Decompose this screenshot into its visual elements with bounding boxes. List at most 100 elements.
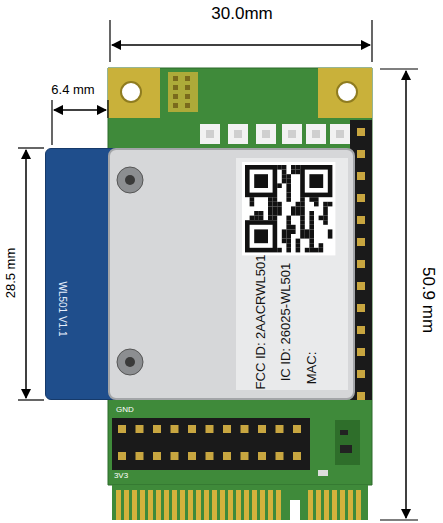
qr-cell [328,202,333,207]
gold-finger [156,490,161,520]
connector [256,124,276,144]
pin [258,425,266,433]
qr-cell [323,202,328,207]
qr-cell [305,248,310,253]
qr-cell [277,206,282,211]
connector-pin [262,130,270,138]
ufl-connector [117,167,143,193]
qr-cell [282,170,287,175]
ufl-center [125,175,135,185]
extension-line [380,519,418,520]
qr-cell [282,239,287,244]
gold-finger [308,490,313,520]
qr-cell [286,216,291,221]
sticker [236,158,348,390]
qr-cell [300,229,305,234]
qr-finder [245,220,277,252]
qr-cell [314,197,319,202]
qr-cell [300,206,305,211]
pin [171,425,179,433]
qr-cell [296,165,301,170]
qr-cell [305,234,310,239]
dimension-label: 6.4 mm [51,82,94,97]
gold-finger [260,490,265,520]
qr-cell [273,197,278,202]
qr-finder [300,165,332,197]
qr-cell [273,211,278,216]
qr-finder [250,225,273,248]
debug-header [168,72,198,112]
qr-cell [282,229,287,234]
qr-cell [319,216,324,221]
gold-finger [180,490,185,520]
qr-cell [282,179,287,184]
pin [293,425,301,433]
gold-fingers [116,490,361,520]
qr-cell [296,202,301,207]
pin [357,326,365,334]
qr-cell [305,229,310,234]
qr-cell [291,206,296,211]
pin [185,94,190,99]
fcc-id: FCC ID: 2AACRWL501 [253,255,268,390]
gold-finger [340,490,345,520]
pin [357,128,365,136]
qr-cell [300,216,305,221]
extension-line [380,68,418,69]
qr-finder [309,174,323,188]
pin [357,172,365,180]
pin [206,425,214,433]
qr-cell [268,206,273,211]
connector [228,124,248,144]
qr-finder [250,170,273,193]
qr-cell [286,248,291,253]
gold-finger [132,490,137,520]
qr-cell [268,211,273,216]
gold-finger [124,490,129,520]
qr-cell [291,170,296,175]
pin [223,425,231,433]
qr-ground [242,162,335,255]
qr-cell [286,183,291,188]
pin [188,425,196,433]
qr-cell [286,179,291,184]
extension-line [109,20,110,62]
test-connectors [200,124,350,144]
pin [153,452,161,460]
edge-tab [112,485,368,520]
qr-cell [268,216,273,221]
qr-cell [250,197,255,202]
qr-cell [309,220,314,225]
pin [357,348,365,356]
qr-cell [286,243,291,248]
qr-cell [323,206,328,211]
qr-cell [309,211,314,216]
gold-finger [316,490,321,520]
qr-cell [286,239,291,244]
qr-cell [277,183,282,188]
qr-cell [296,211,301,216]
gold-finger [236,490,241,520]
extension-line [18,399,44,400]
qr-cell [323,211,328,216]
qr-cell [300,220,305,225]
qr-cell [323,216,328,221]
qr-cell [291,229,296,234]
dimension-line [112,44,370,46]
dimension-line [54,109,106,111]
qr-cell [296,206,301,211]
pin [357,216,365,224]
ic-id: IC ID: 26025-WL501 [278,263,293,382]
pin [357,260,365,268]
qr-finder [305,170,328,193]
qr-finder [254,174,268,188]
qr-cell [286,174,291,179]
pin [241,425,249,433]
qr-cell [314,248,319,253]
connector-pin [312,130,320,138]
qr-cell [309,239,314,244]
pin-name: 3V3 [114,471,128,480]
pin [136,452,144,460]
qr-cell [286,234,291,239]
pin [173,85,178,90]
